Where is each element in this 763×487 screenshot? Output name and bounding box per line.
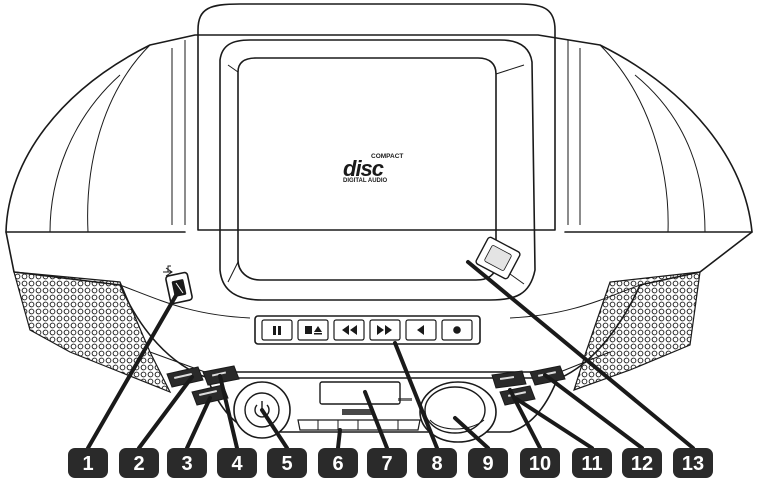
callout-leaders xyxy=(86,260,695,450)
callout-leader-8 xyxy=(393,341,439,450)
callout-badge-1: 1 xyxy=(68,448,108,478)
door-latch-grip xyxy=(484,245,512,271)
callout-leader-13 xyxy=(466,260,695,450)
callout-badge-9: 9 xyxy=(468,448,508,478)
callout-leader-9 xyxy=(453,416,490,450)
callout-badge-4: 4 xyxy=(217,448,257,478)
handle-inner-left xyxy=(171,40,186,225)
right-speaker-grill xyxy=(573,271,701,391)
fast-forward-icon xyxy=(377,325,392,335)
callout-leader-1 xyxy=(86,290,180,450)
callout-badge-shape xyxy=(167,448,207,478)
volume-knob-highlight xyxy=(429,419,485,430)
play-button[interactable] xyxy=(405,319,437,341)
callout-number: 1 xyxy=(82,453,93,475)
callout-badge-5: 5 xyxy=(267,448,307,478)
callout-badge-13: 13 xyxy=(673,448,713,478)
callout-leader-4 xyxy=(218,374,239,450)
callout-badge-shape xyxy=(520,448,560,478)
callout-leader-11 xyxy=(513,396,594,450)
stop-eject-button[interactable] xyxy=(297,319,329,341)
fast-forward-button[interactable] xyxy=(369,319,401,341)
usb-icon xyxy=(163,265,173,277)
body-side-right xyxy=(599,44,706,233)
top-handle-block xyxy=(197,3,556,231)
rewind-button[interactable] xyxy=(333,319,365,341)
stop-eject-icon xyxy=(305,326,322,335)
callout-number: 9 xyxy=(482,453,493,475)
callout-number: 10 xyxy=(529,453,551,475)
callout-badge-shape xyxy=(68,448,108,478)
callout-number: 13 xyxy=(682,453,704,475)
source-button[interactable] xyxy=(166,366,204,388)
logo-digital-audio: DIGITAL AUDIO xyxy=(343,178,388,184)
callout-leader-3 xyxy=(185,396,212,450)
callout-number: 3 xyxy=(181,453,192,475)
callout-leader-7 xyxy=(363,390,389,450)
body-side-left xyxy=(49,44,151,233)
callout-number: 11 xyxy=(581,453,602,475)
callout-number: 8 xyxy=(431,453,442,475)
function-button-strip[interactable] xyxy=(297,419,421,431)
callout-number: 2 xyxy=(133,453,144,475)
callout-badge-7: 7 xyxy=(367,448,407,478)
rewind-icon xyxy=(342,325,357,335)
callout-badge-shape xyxy=(119,448,159,478)
pause-button[interactable] xyxy=(261,319,293,341)
callout-number: 7 xyxy=(381,453,392,475)
pause-icon xyxy=(273,326,281,335)
callout-number: 12 xyxy=(631,453,653,475)
volume-marking xyxy=(398,398,412,401)
callout-badge-shape xyxy=(468,448,508,478)
callout-number: 5 xyxy=(281,453,292,475)
play-icon xyxy=(417,325,424,335)
cd-door-bevel xyxy=(227,64,525,285)
record-button[interactable] xyxy=(441,319,473,341)
record-icon xyxy=(453,326,461,334)
callout-badge-shape xyxy=(673,448,713,478)
callout-leader-5 xyxy=(260,408,289,450)
callout-badge-shape xyxy=(622,448,662,478)
volume-knob[interactable] xyxy=(424,386,486,434)
mode-button[interactable] xyxy=(191,384,229,406)
lcd-display xyxy=(319,381,401,405)
callout-leader-12 xyxy=(543,373,644,450)
callout-badge-10: 10 xyxy=(520,448,560,478)
cd-door-outer xyxy=(219,39,536,301)
next-button[interactable] xyxy=(491,370,527,389)
callout-badge-6: 6 xyxy=(318,448,358,478)
callout-badge-shape xyxy=(217,448,257,478)
callout-badge-11: 11 xyxy=(572,448,612,478)
callout-leader-2 xyxy=(137,375,194,450)
callout-number: 6 xyxy=(332,453,343,475)
callout-badge-shape xyxy=(572,448,612,478)
callout-badge-3: 3 xyxy=(167,448,207,478)
usb-port-slot xyxy=(175,282,184,294)
brand-logo xyxy=(342,409,374,415)
callout-badge-shape xyxy=(417,448,457,478)
callout-badge-shape xyxy=(267,448,307,478)
callout-leader-6 xyxy=(336,428,342,450)
callout-number: 4 xyxy=(231,453,243,475)
left-side-buttons xyxy=(166,365,240,406)
boombox-body xyxy=(5,34,753,379)
callout-badge-shape xyxy=(367,448,407,478)
left-speaker-grill xyxy=(13,271,172,394)
logo-disc-mark: disc xyxy=(343,156,384,181)
callout-badge-8: 8 xyxy=(417,448,457,478)
handle-inner-right xyxy=(567,40,581,225)
callout-badge-2: 2 xyxy=(119,448,159,478)
lower-body-band xyxy=(119,284,641,319)
callout-badge-shape xyxy=(318,448,358,478)
callout-badge-12: 12 xyxy=(622,448,662,478)
logo-compact: COMPACT xyxy=(371,153,403,160)
